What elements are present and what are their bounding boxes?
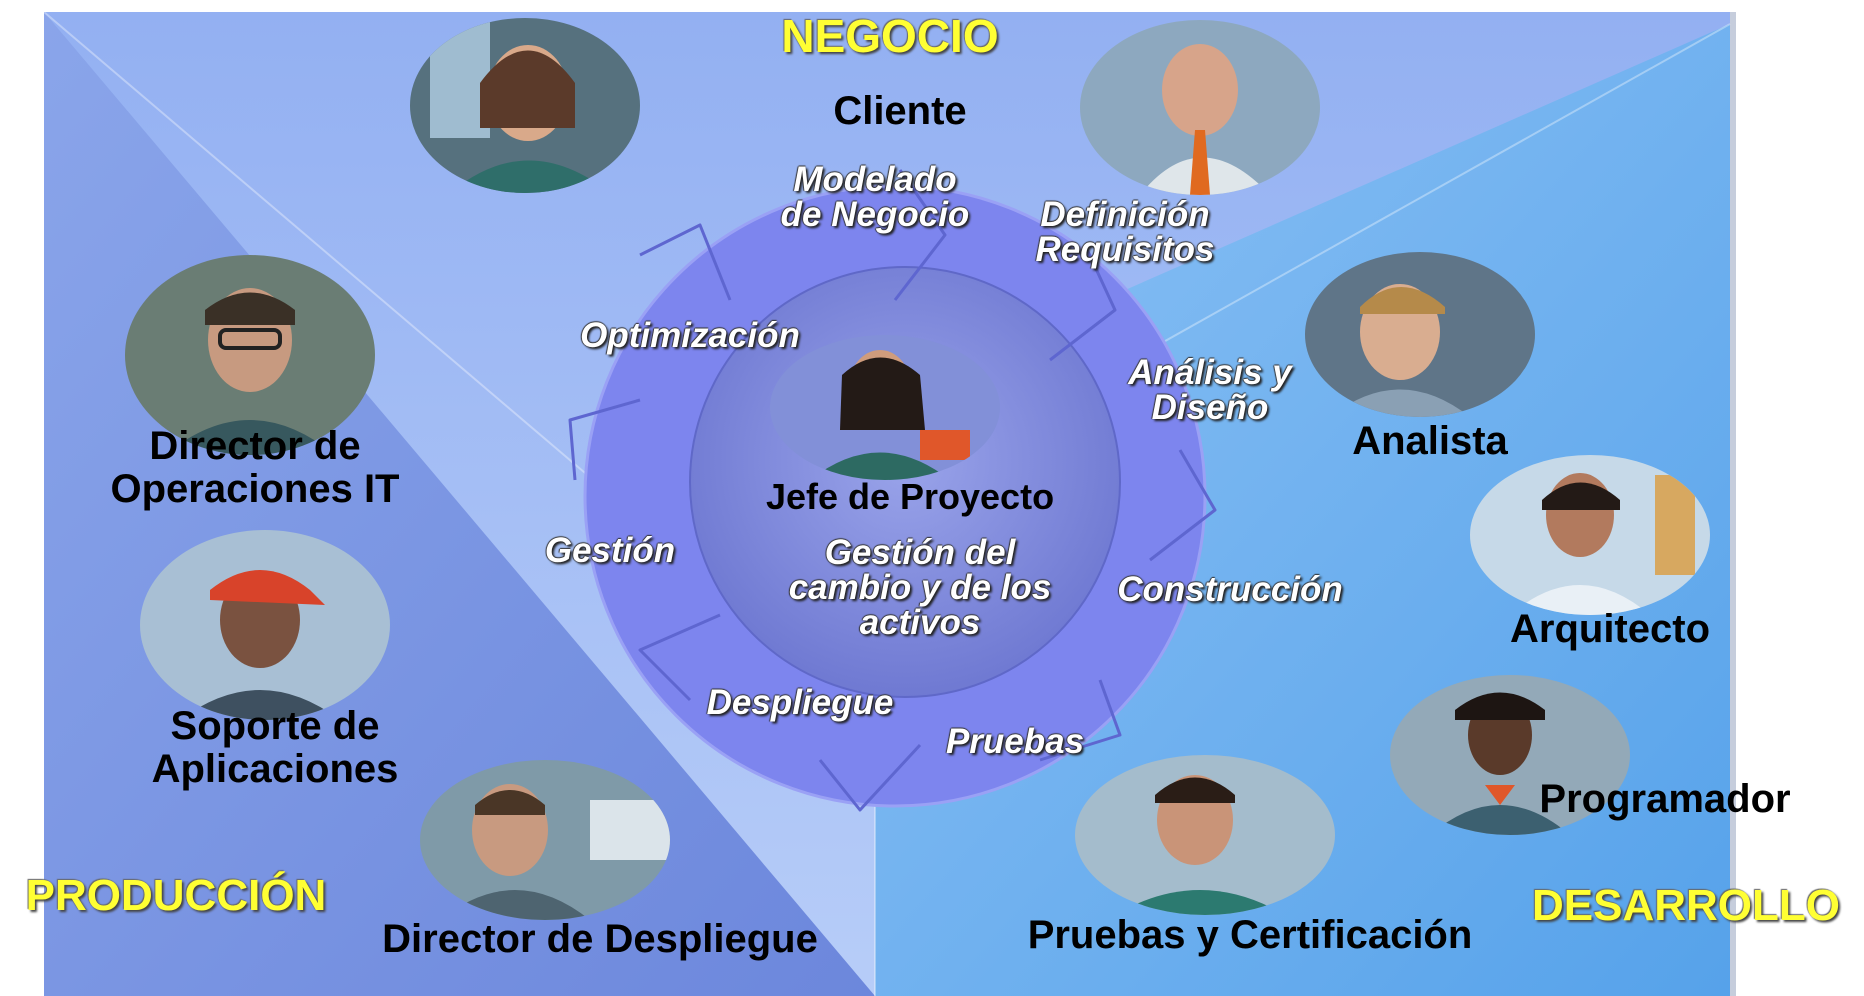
- phase-gestion: Gestión: [544, 531, 676, 570]
- role-programador: Programador: [1539, 777, 1791, 821]
- pruebas-certificacion-photo: [1075, 755, 1335, 915]
- role-arquitecto: Arquitecto: [1510, 607, 1710, 651]
- phase-definicion-line2: Requisitos: [1035, 230, 1215, 269]
- role-pruebas-certificacion: Pruebas y Certificación: [1027, 913, 1473, 957]
- quadrant-title-produccion: PRODUCCIÓN: [25, 871, 327, 920]
- center-line3: activos: [859, 603, 981, 642]
- cycle-arrows: [568, 169, 1217, 812]
- role-director-despliegue: Director de Despliegue: [382, 917, 818, 961]
- quadrant-title-desarrollo: DESARROLLO: [1532, 881, 1840, 930]
- role-director-operaciones-line1: Director de: [149, 424, 361, 468]
- analista-photo: [1305, 252, 1535, 417]
- cliente-woman-photo: [410, 18, 640, 193]
- phase-definicion: Definición Requisitos: [1010, 197, 1240, 267]
- role-cliente: Cliente: [833, 89, 967, 133]
- phase-analisis-line1: Análisis y: [1128, 353, 1292, 392]
- phase-analisis: Análisis y Diseño: [1100, 355, 1320, 425]
- cliente-man-photo: [1080, 20, 1320, 195]
- phase-despliegue: Despliegue: [706, 683, 894, 722]
- phase-modelado-line2: de Negocio: [780, 195, 970, 234]
- role-soporte-aplicaciones-line1: Soporte de: [170, 704, 380, 748]
- director-despliegue-photo: [420, 760, 670, 920]
- role-soporte-aplicaciones-line2: Aplicaciones: [151, 747, 399, 792]
- phase-pruebas: Pruebas: [945, 722, 1085, 761]
- jefe-proyecto-photo: [770, 335, 1000, 480]
- center-line2: cambio y de los: [788, 568, 1052, 607]
- phase-modelado-line1: Modelado: [793, 160, 957, 199]
- center-line1: Gestión del: [824, 533, 1016, 572]
- role-director-operaciones: Director de Operaciones IT: [90, 424, 420, 512]
- role-jefe-proyecto: Jefe de Proyecto: [765, 476, 1055, 517]
- director-operaciones-photo: [125, 255, 375, 455]
- center-change-management: Gestión del cambio y de los activos: [765, 535, 1075, 640]
- soporte-aplicaciones-photo: [140, 530, 390, 720]
- arquitecto-photo: [1470, 455, 1710, 615]
- phase-construccion: Construcción: [1117, 570, 1343, 609]
- phase-analisis-line2: Diseño: [1151, 388, 1269, 427]
- role-director-operaciones-line2: Operaciones IT: [110, 467, 400, 512]
- role-soporte-aplicaciones: Soporte de Aplicaciones: [120, 704, 430, 792]
- role-analista: Analista: [1352, 419, 1508, 463]
- quadrant-title-negocio: NEGOCIO: [781, 10, 999, 62]
- phase-modelado: Modelado de Negocio: [760, 162, 990, 232]
- programador-photo: [1390, 675, 1630, 835]
- phase-definicion-line1: Definición: [1040, 195, 1210, 234]
- phase-optimizacion: Optimización: [580, 316, 800, 355]
